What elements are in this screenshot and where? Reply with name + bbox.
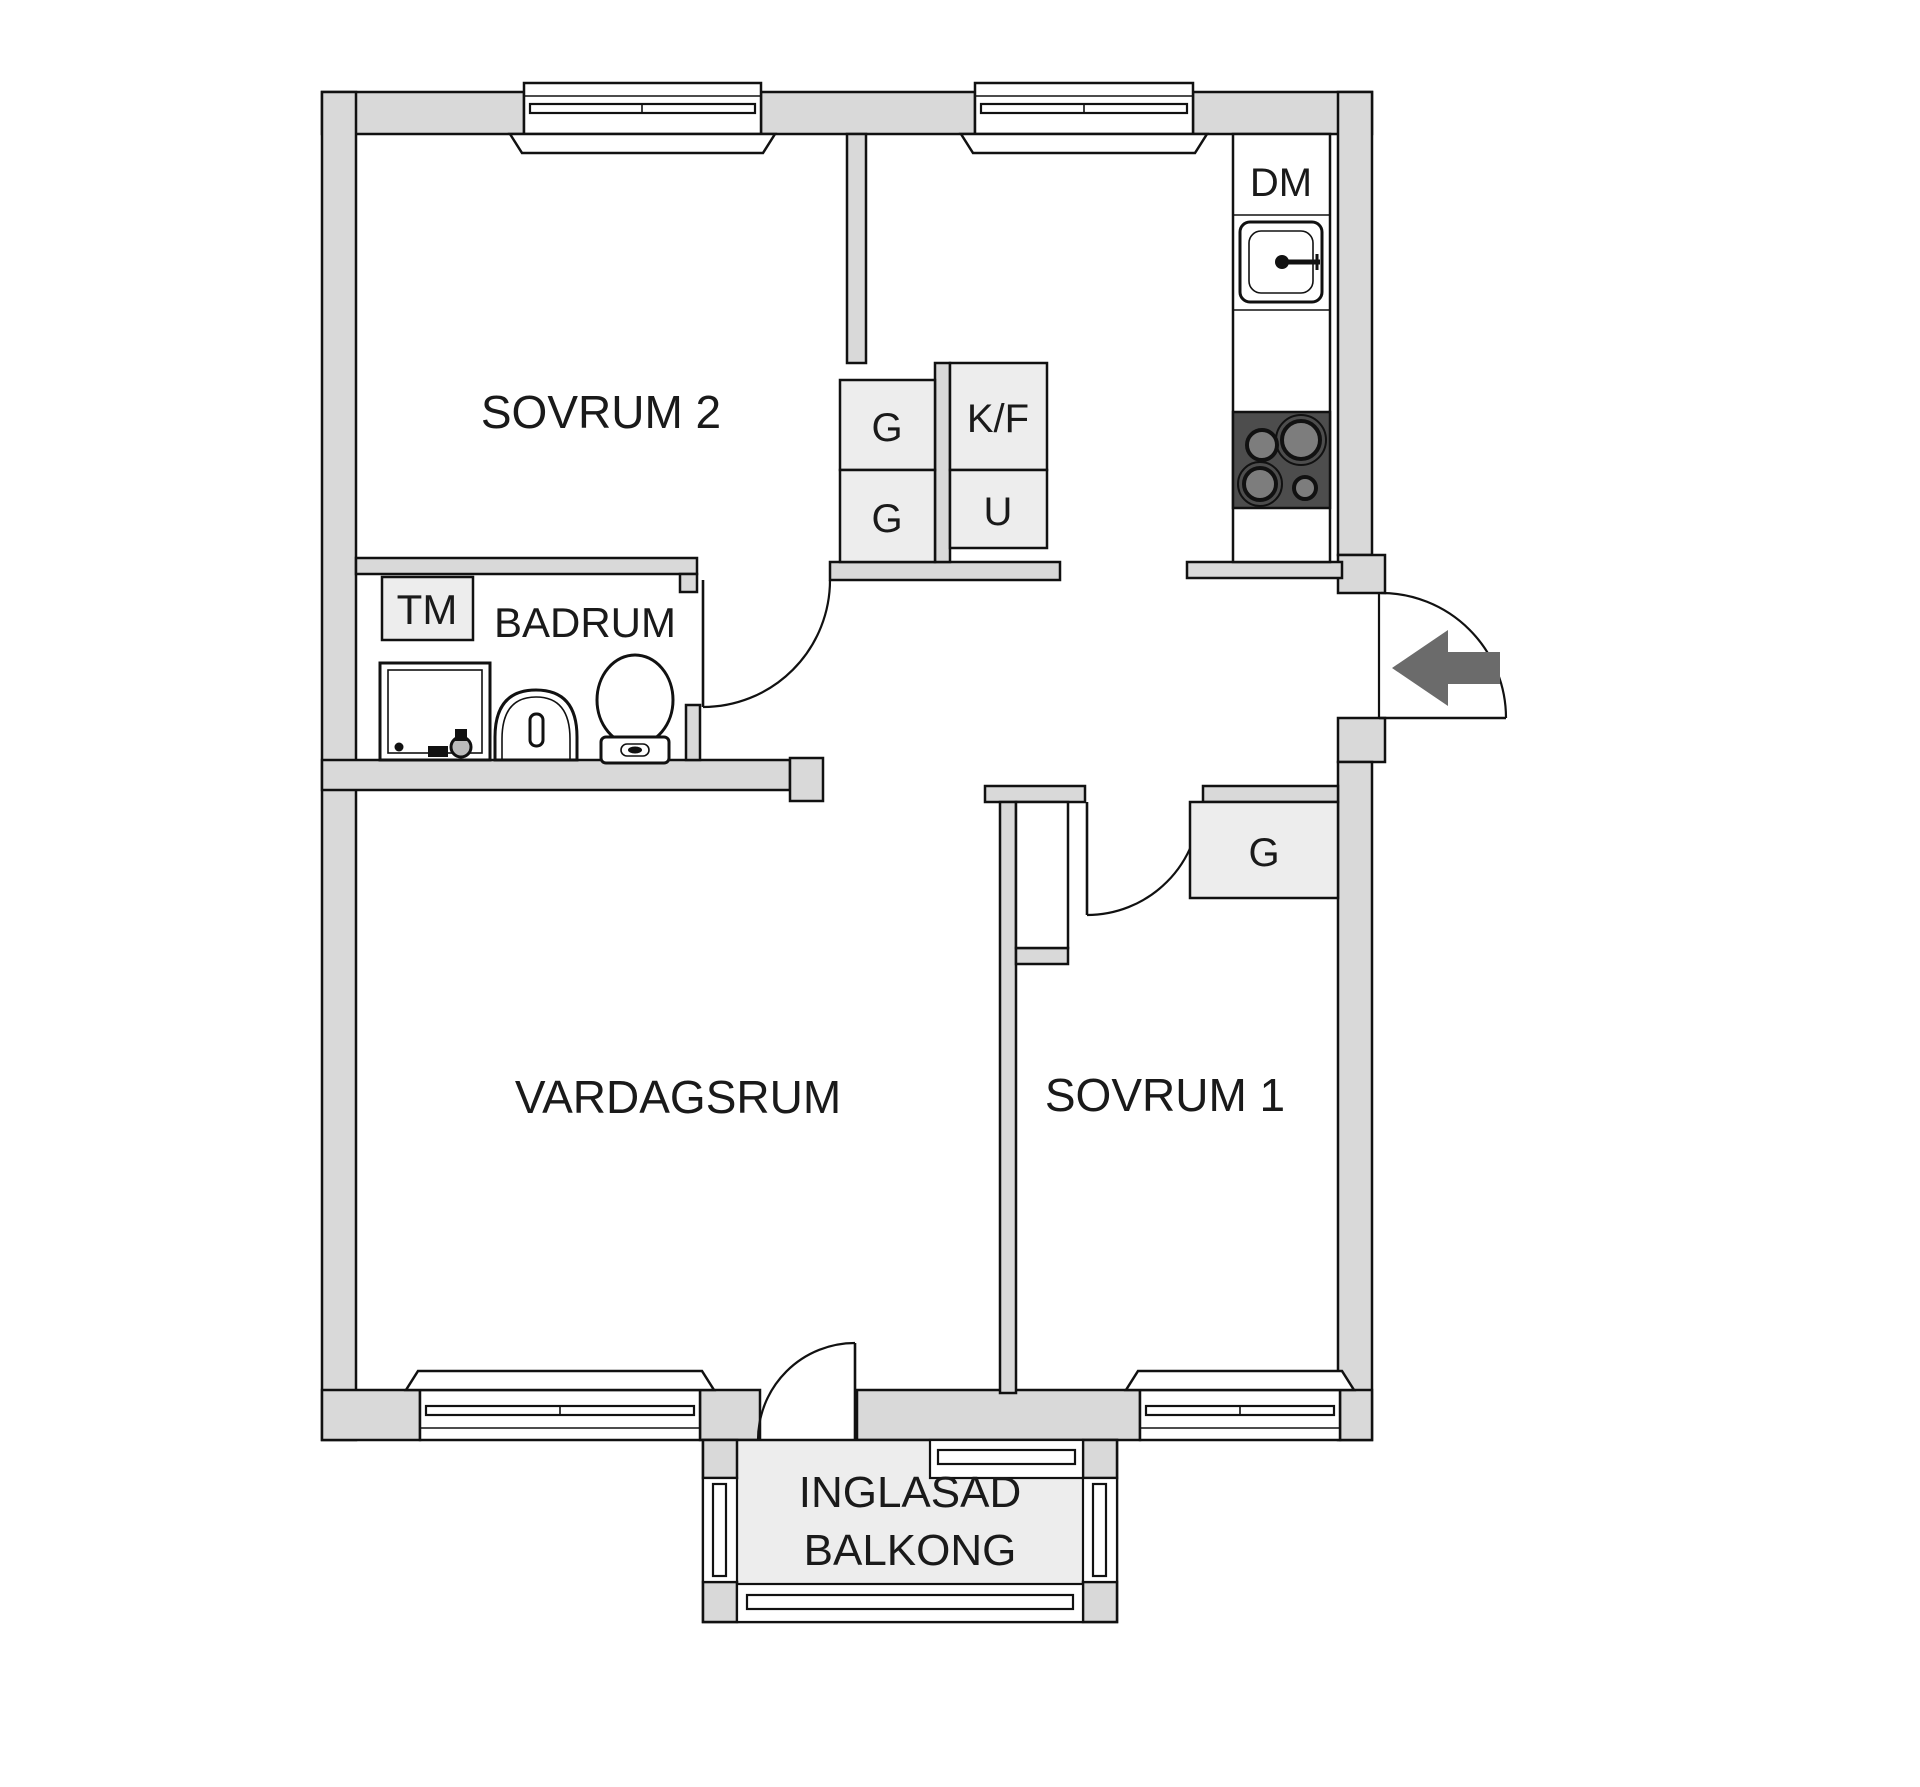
label-bathroom: BADRUM [494,599,676,646]
stove [1231,410,1332,510]
balcony-post-tl [701,1438,739,1480]
window-bedroom2 [507,81,778,155]
wall-kitchen-bottom [1185,560,1344,580]
wall-bottom-right [1338,1388,1374,1442]
label-washing-machine: TM [397,586,458,633]
wall-bathroom-end-block [788,756,825,803]
label-closet-g1: G [871,406,902,450]
label-closet-kf: K/F [967,397,1029,441]
closet-g2 [838,468,937,564]
entry-arrow-icon [1392,630,1500,706]
shower [378,661,492,762]
window-bedroom1 [1123,1369,1357,1442]
balcony-post-tr [1081,1438,1119,1480]
wall-closet-base [828,560,1062,582]
kitchen-counter [1231,132,1332,564]
label-balcony-line1: INGLASAD [799,1468,1022,1517]
wall-bedroom2-bottom [354,556,699,576]
wall-entry-jamb-top [1336,553,1387,595]
wall-bottom-left [320,1388,422,1442]
bathroom-sink [493,688,579,762]
wall-entry-jamb-bottom [1336,716,1387,764]
doors [701,579,1508,1441]
shaft [1014,800,1070,950]
wall-hall-cap-right [1201,784,1340,804]
balcony-post-br [1081,1580,1119,1624]
wall-bathroom-bottom [320,758,792,792]
closet-kf [948,361,1049,472]
label-bedroom1: SOVRUM 1 [1045,1069,1285,1121]
label-living-room: VARDAGSRUM [515,1071,841,1123]
label-closet-g2: G [871,497,902,541]
door-entrance [1377,591,1508,720]
balcony-glazing [701,1438,1119,1624]
washing-machine-box [380,575,475,642]
walls [320,90,1387,1442]
kitchen-sink [1238,220,1324,304]
window-living-room [403,1369,717,1442]
label-dishwasher: DM [1250,161,1312,205]
bathroom-fixtures [378,653,675,765]
windows [403,81,1357,1442]
closets [380,361,1340,900]
wall-living-bedroom1-divider [998,800,1018,1395]
closet-g-bedroom1 [1188,800,1340,900]
wall-bathroom-right-stub [684,703,702,762]
balcony [701,1438,1119,1624]
door-bathroom [701,579,832,709]
wall-hall-cap-left [983,784,1087,804]
wall-bottom-mid1 [698,1388,762,1442]
label-bedroom2: SOVRUM 2 [481,386,721,438]
balcony-post-bl [701,1580,739,1624]
wall-closet-mid [933,361,952,564]
wall-top-mid [759,90,977,136]
door-balcony [756,1341,857,1441]
wall-right-upper [1336,90,1374,557]
wall-bottom-mid2 [855,1388,1142,1442]
closet-g1 [838,378,937,472]
wall-shaft-base [1014,946,1070,966]
label-closet-g-bedroom1: G [1248,831,1279,875]
wall-right-lower [1336,760,1374,1442]
closet-u [948,468,1049,550]
labels: SOVRUM 2 SOVRUM 1 VARDAGSRUM BADRUM INGL… [397,161,1312,1575]
wall-bedroom2-door-jamb [678,572,699,594]
door-bedroom1 [1085,801,1202,917]
window-kitchen [958,81,1210,155]
label-closet-u: U [984,490,1013,534]
label-balcony-line2: BALKONG [804,1526,1017,1575]
toilet [595,653,675,765]
wall-bedroom2-kitchen-divider [845,132,868,365]
